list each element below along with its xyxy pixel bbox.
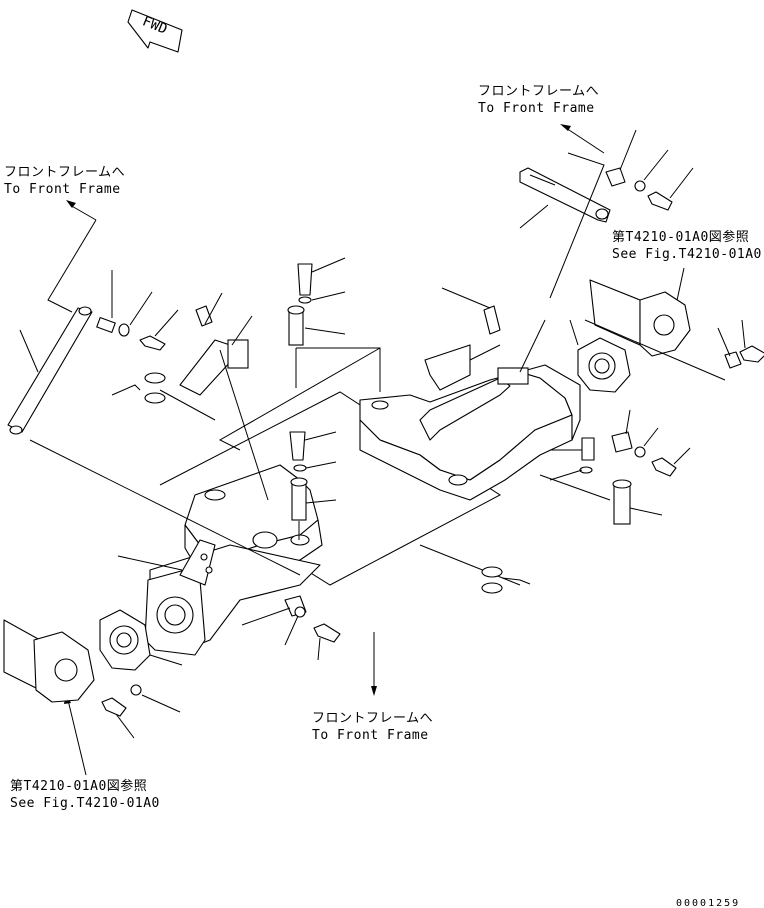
pin-hole [448,474,468,486]
pin-hole [595,208,609,220]
rear-frame-assembly [144,347,611,656]
bolt [297,263,313,296]
reference-left-en: See Fig.T4210-01A0 [10,796,160,811]
washer [118,323,130,337]
pin-hole [204,489,226,501]
axle-housing [589,279,641,346]
callout-bottom-center-jp: フロントフレームへ [312,711,433,726]
shim [481,566,503,578]
link-bar [7,307,93,433]
callout-top-right: フロントフレームへ To Front Frame [478,84,605,154]
washer [298,296,312,304]
flange-bore [54,658,78,682]
nut [724,351,742,369]
bolt [139,335,166,351]
reference-right-jp: 第T4210-01A0図参照 [612,229,749,245]
callout-top-left: フロントフレームへ To Front Frame [4,165,125,313]
pin-hole [290,534,310,546]
bracket [179,539,216,586]
pin-head [287,305,305,315]
fwd-indicator: FWD [127,9,183,53]
bolt [651,457,677,477]
flange-bore-inner [116,632,132,648]
reference-left: 第T4210-01A0図参照 See Fig.T4210-01A0 [10,692,160,811]
bracket [419,377,511,441]
callout-top-right-en: To Front Frame [478,101,595,116]
washer [294,606,306,618]
pin-hole [371,400,389,410]
flange-bore-inner [594,358,610,374]
fasteners-center [287,257,546,540]
right-axle-housing [569,279,726,393]
pin [96,316,116,334]
bolt [313,623,341,643]
fasteners-bottom [117,555,531,661]
bolt-hole [205,566,213,574]
nut [611,431,633,453]
arrow-head-icon [371,686,377,696]
reference-left-jp: 第T4210-01A0図参照 [10,778,147,794]
cover-plate [424,344,471,391]
pin-head [290,477,308,487]
drawing-number: 00001259 [676,898,740,908]
bolt [483,305,501,335]
rear-frame-end [519,364,581,441]
top-link-bar [519,152,611,299]
pin-head [612,479,632,489]
pin-hole [78,306,92,316]
bolt [739,345,764,363]
left-axle-housing [3,609,183,739]
fwd-arrow-icon [127,9,183,53]
nut [605,167,626,187]
bolt [581,437,595,461]
shim [144,372,166,384]
bracket-block [497,367,529,385]
front-link-bar [7,306,301,576]
washer [293,464,307,472]
bolt-hole [200,553,208,561]
bolt [647,191,673,211]
shim [481,582,503,594]
shim [144,392,166,404]
bolt [195,305,213,327]
callout-top-right-jp: フロントフレームへ [478,84,599,99]
fasteners-left [96,270,269,501]
callout-bottom-center: フロントフレームへ To Front Frame [312,632,433,743]
washer [634,446,646,458]
pin [613,483,631,525]
flange-bore-inner [164,604,186,626]
bolt [289,431,306,461]
callout-top-left-en: To Front Frame [4,182,121,197]
stopper-block [227,339,249,369]
pin [288,309,304,346]
flange-bore [653,314,675,336]
arrow-head-icon [66,200,76,208]
link-bar [519,167,611,223]
bolt [101,697,127,717]
arrow-head-icon [560,124,571,131]
reference-right-en: See Fig.T4210-01A0 [612,247,762,262]
washer [130,684,142,696]
washer [579,466,593,474]
callout-bottom-center-en: To Front Frame [312,728,429,743]
washer [634,180,646,192]
pin-hole [252,531,278,549]
pin [291,481,307,521]
callout-top-left-jp: フロントフレームへ [4,165,125,180]
fasteners-right [549,129,764,525]
pin-hole [9,425,23,435]
stopper-bracket [179,339,233,396]
